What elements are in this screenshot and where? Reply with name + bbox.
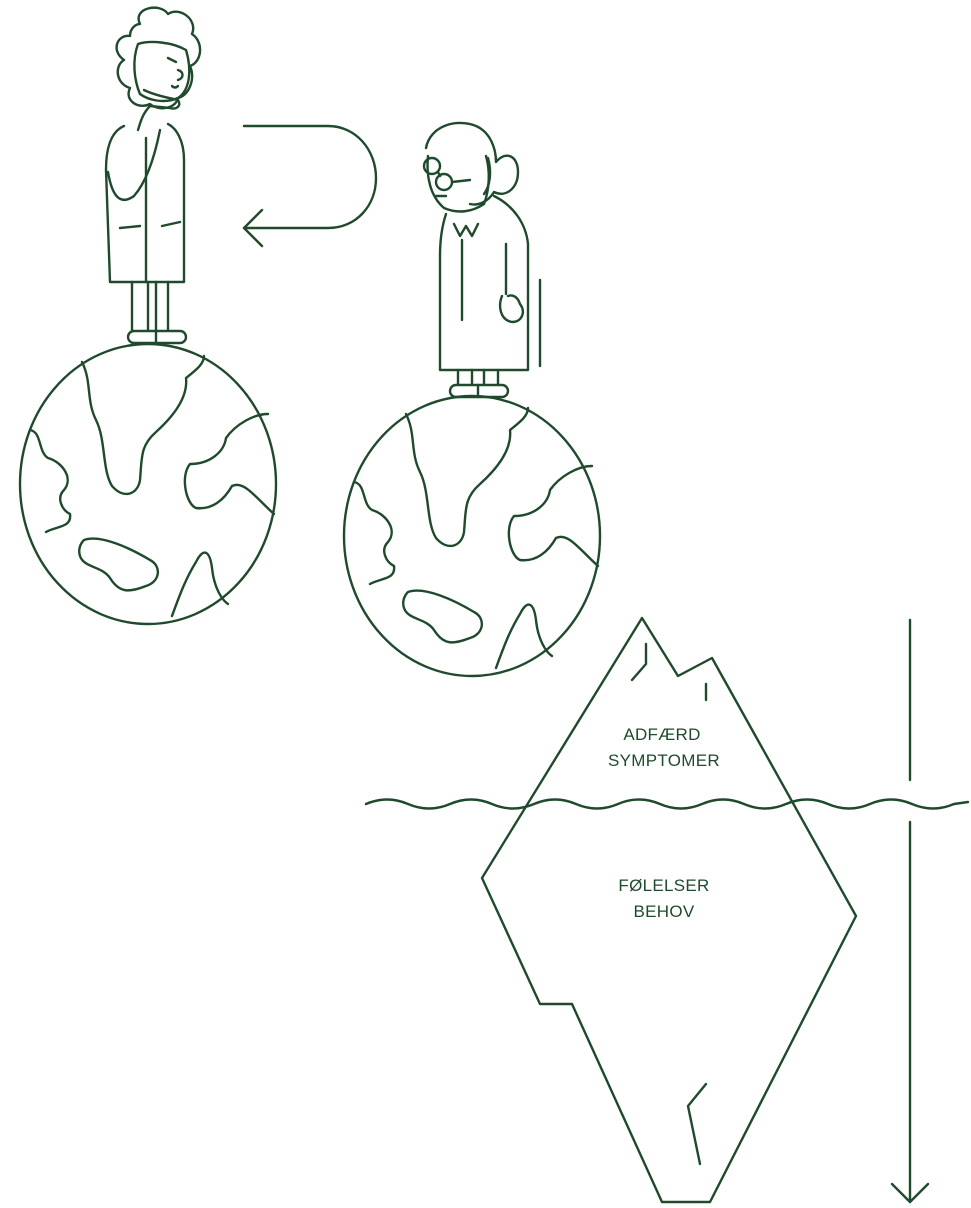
u-turn-arrow-icon [242, 124, 378, 248]
globe-icon [342, 394, 602, 678]
globe-icon [18, 342, 278, 626]
down-arrow-icon [890, 618, 930, 1204]
person-thinking [104, 6, 202, 345]
water-line [364, 798, 970, 810]
iceberg: ADFÆRD SYMPTOMER FØLELSER BEHOV [480, 616, 858, 1204]
elderly-woman-with-glasses [422, 121, 542, 399]
iceberg-below-line-1: FØLELSER [618, 876, 709, 895]
iceberg-above-line-1: ADFÆRD [623, 725, 700, 744]
iceberg-above-line-2: SYMPTOMER [608, 751, 720, 770]
iceberg-below-line-2: BEHOV [633, 902, 694, 921]
